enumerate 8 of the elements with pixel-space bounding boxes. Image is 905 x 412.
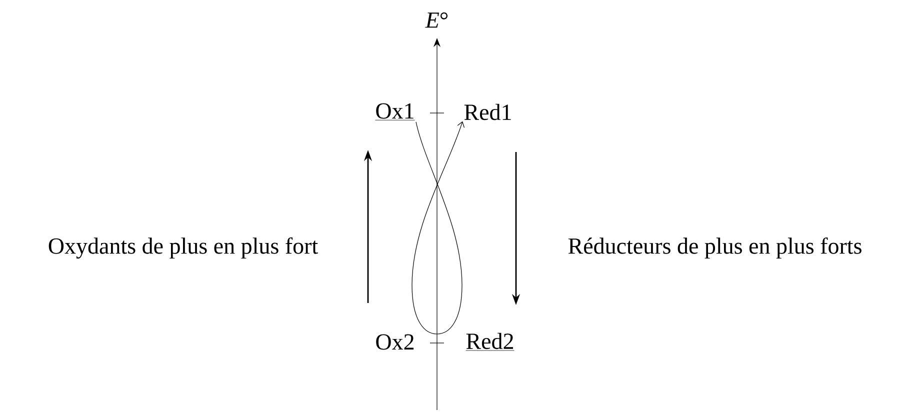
axis-label: E° [425,12,448,28]
species-label: Red2 [466,332,514,351]
text-label: Réducteurs de plus en plus forts [568,237,862,259]
species-label: Ox2 [376,334,414,350]
gamma-curve [412,121,465,334]
species-label: Red1 [464,104,511,120]
text-label: Oxydants de plus en plus fort [48,237,318,259]
species-label: Ox1 [375,103,415,120]
